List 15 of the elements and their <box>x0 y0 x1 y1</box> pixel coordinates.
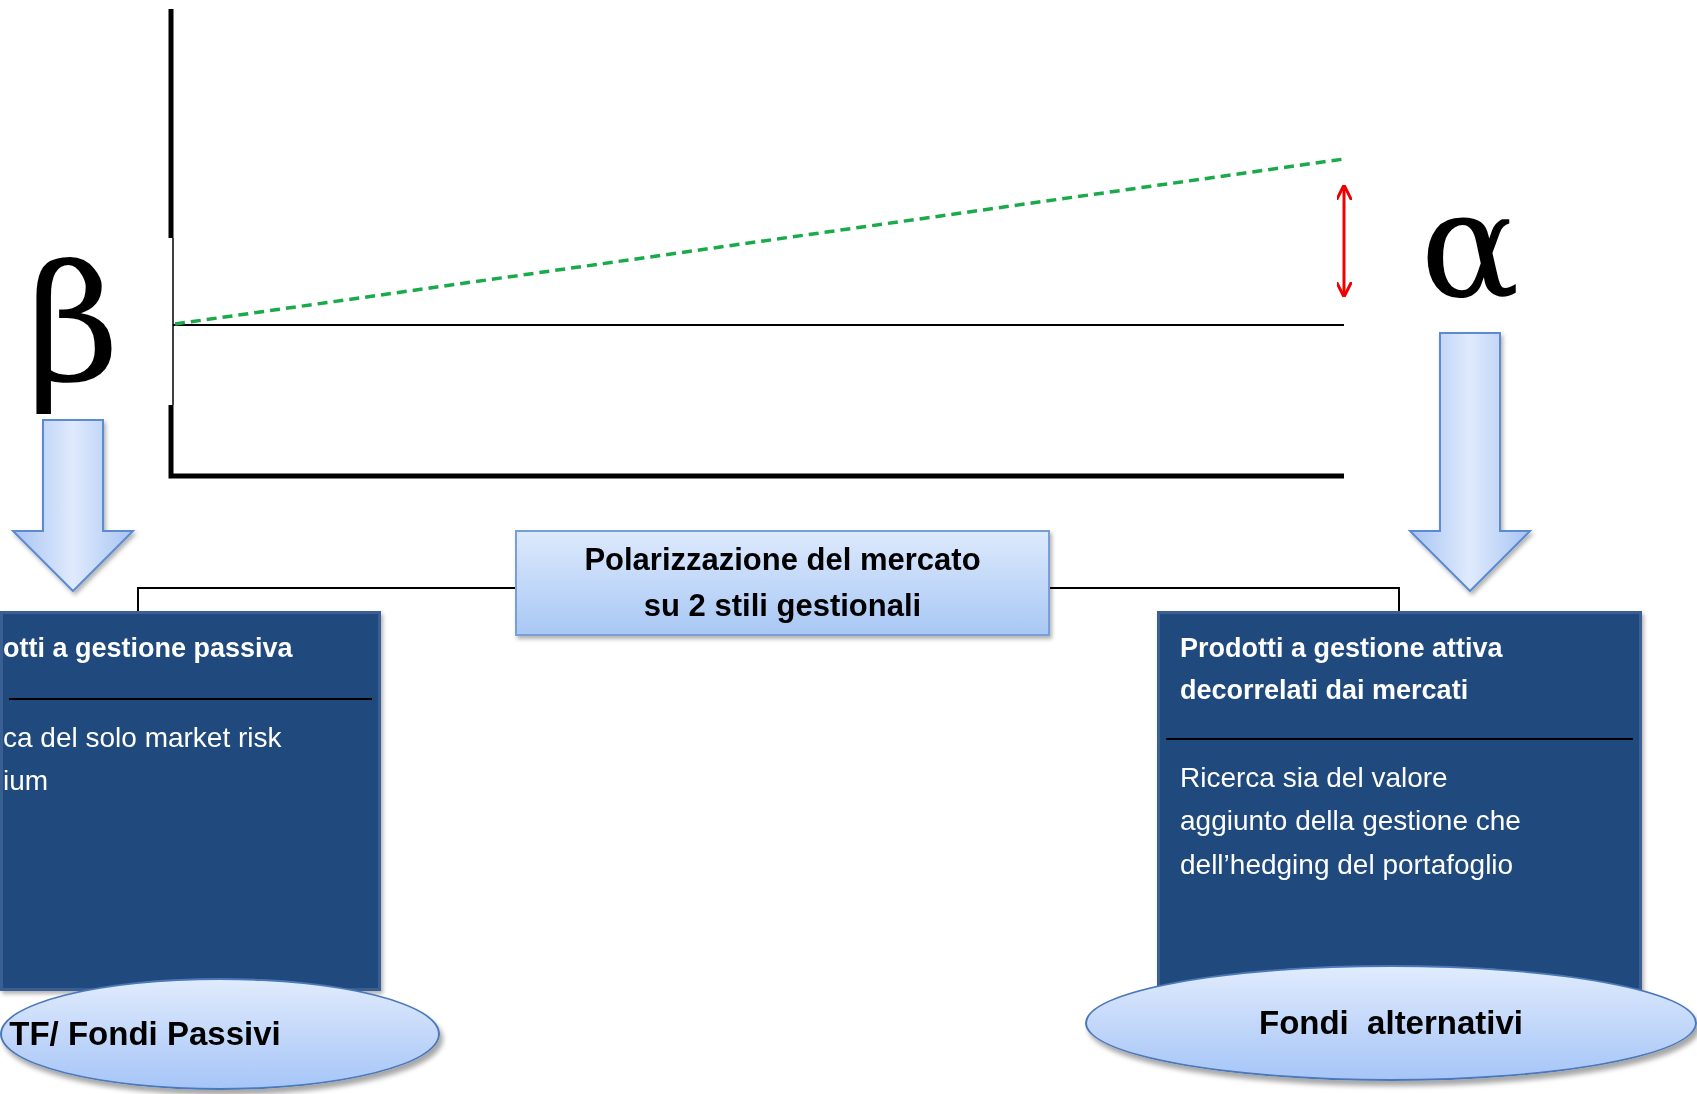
connector-line <box>137 587 516 612</box>
description-panel <box>0 611 381 991</box>
panel-heading: otti a gestione passiva <box>3 632 294 665</box>
process-box <box>515 530 1050 636</box>
panel-heading: Prodotti a gestione attiva decorrelati dai mercati <box>1180 632 1504 707</box>
block-arrow <box>1407 332 1533 593</box>
panel-text: ca del solo market risk ium <box>3 721 283 799</box>
greek-letter: α <box>1395 168 1545 323</box>
ellipse-label: TF/ Fondi Passivi <box>9 1015 281 1053</box>
description-panel <box>1157 611 1642 991</box>
box-label: Polarizzazione del mercato su 2 stili gestionali <box>583 540 982 625</box>
block-arrow <box>10 419 136 593</box>
panel-text: Ricerca sia del valore aggiunto della gestione che dell’hedging del portafoglio <box>1180 761 1522 882</box>
connector-line <box>1049 587 1400 612</box>
ellipse-label: Fondi alternativi <box>1258 1004 1523 1042</box>
